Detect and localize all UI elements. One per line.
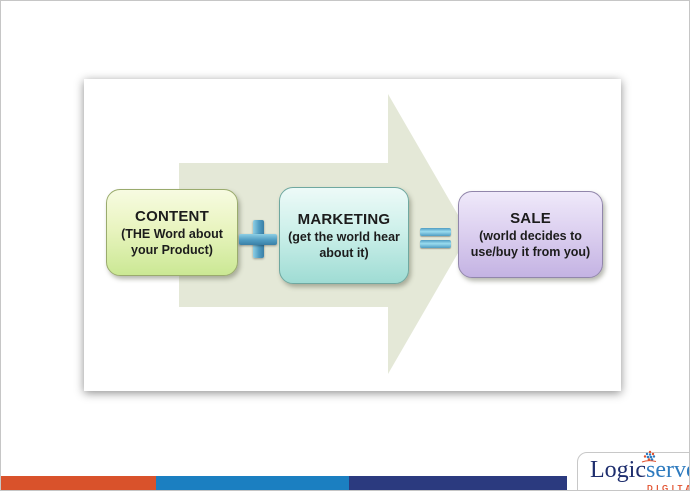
content-box-title: CONTENT bbox=[135, 208, 209, 225]
sale-box-subtitle-line2: use/buy it from you) bbox=[470, 245, 591, 259]
slide-canvas: CONTENT (THE Word about your Product) MA… bbox=[84, 79, 621, 391]
equals-icon bbox=[420, 228, 451, 248]
logo-panel: Logicserve DIGITAL bbox=[567, 444, 689, 490]
content-box-subtitle-line2: your Product) bbox=[131, 243, 213, 257]
footer-bar-orange bbox=[1, 476, 156, 490]
equals-icon-top-bar bbox=[420, 228, 451, 236]
marketing-box-title: MARKETING bbox=[297, 211, 391, 228]
marketing-box: MARKETING (get the world hear about it) bbox=[279, 187, 409, 284]
equals-icon-bottom-bar bbox=[420, 240, 451, 248]
content-box: CONTENT (THE Word about your Product) bbox=[106, 189, 238, 276]
plus-icon-horizontal-bar bbox=[239, 234, 277, 245]
sale-box-title: SALE bbox=[510, 210, 551, 227]
logo-card: Logicserve DIGITAL bbox=[577, 450, 689, 490]
marketing-box-subtitle-line1: (get the world hear bbox=[288, 230, 400, 244]
plus-icon bbox=[239, 220, 277, 258]
marketing-box-subtitle-line2: about it) bbox=[319, 246, 369, 260]
footer-color-bars bbox=[1, 476, 689, 490]
logo-tagline: DIGITAL bbox=[647, 484, 689, 491]
logo-word-logic: Logic bbox=[590, 457, 646, 483]
logicserve-logo: Logicserve DIGITAL bbox=[590, 450, 689, 490]
footer-bar-navy bbox=[349, 476, 567, 490]
logo-dots-icon bbox=[641, 450, 657, 463]
sale-box: SALE (world decides to use/buy it from y… bbox=[458, 191, 603, 278]
logo-word-serve: serve bbox=[645, 457, 689, 483]
content-box-subtitle-line1: (THE Word about bbox=[121, 227, 223, 241]
sale-box-subtitle-line1: (world decides to bbox=[479, 229, 582, 243]
footer-bar-blue bbox=[156, 476, 349, 490]
